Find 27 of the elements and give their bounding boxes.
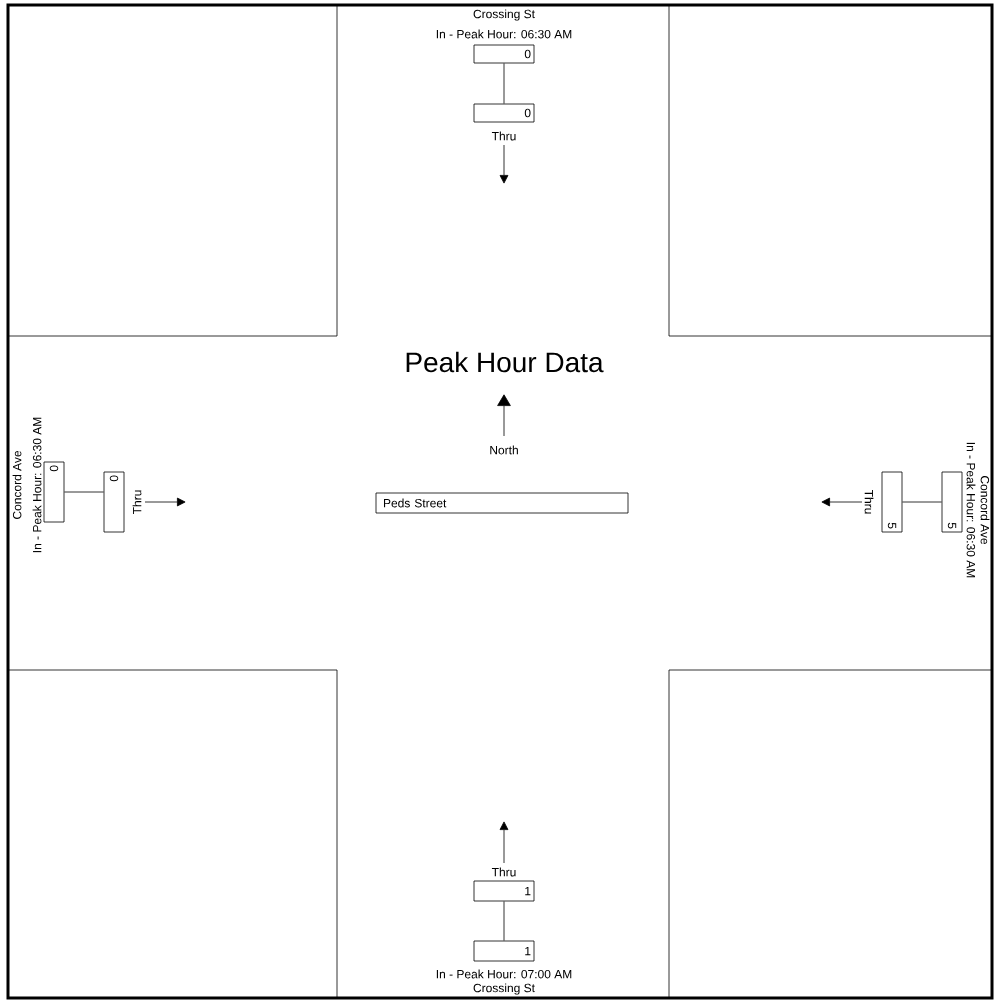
approach-label: Crossing St: [473, 9, 535, 21]
arrow: [499, 144, 509, 184]
approach-label: In - Peak Hour: 06:30 AM: [436, 29, 572, 39]
street-box: Peds Street: [375, 492, 629, 514]
approach-label: Thru: [864, 489, 874, 514]
approach-label: Thru: [491, 867, 516, 877]
approach-label: Thru: [491, 131, 516, 141]
approach-label: Concord Ave: [980, 476, 990, 545]
approach-label: Concord Ave: [12, 451, 22, 519]
arrow: [144, 497, 186, 507]
direction-label: North: [490, 445, 518, 455]
arrow: [499, 821, 509, 864]
approach-label: In - Peak Hour: 06:30 AM: [966, 442, 976, 578]
count-box: 0: [103, 471, 125, 533]
count-box: 0: [473, 44, 535, 64]
approach-label: Thru: [132, 490, 142, 515]
approach-label: Crossing St: [473, 983, 535, 995]
approach-label: In - Peak Hour: 06:30 AM: [32, 417, 42, 553]
arrow: [821, 497, 863, 507]
title: Peak Hour Data: [406, 351, 604, 373]
approach-label: In - Peak Hour: 07:00 AM: [436, 969, 572, 979]
count-box: 5: [881, 471, 903, 533]
count-box: 0: [473, 103, 535, 123]
count-box: 0: [43, 461, 65, 523]
count-box: 1: [473, 880, 535, 902]
count-box: 1: [473, 940, 535, 962]
count-box: 5: [941, 471, 963, 533]
